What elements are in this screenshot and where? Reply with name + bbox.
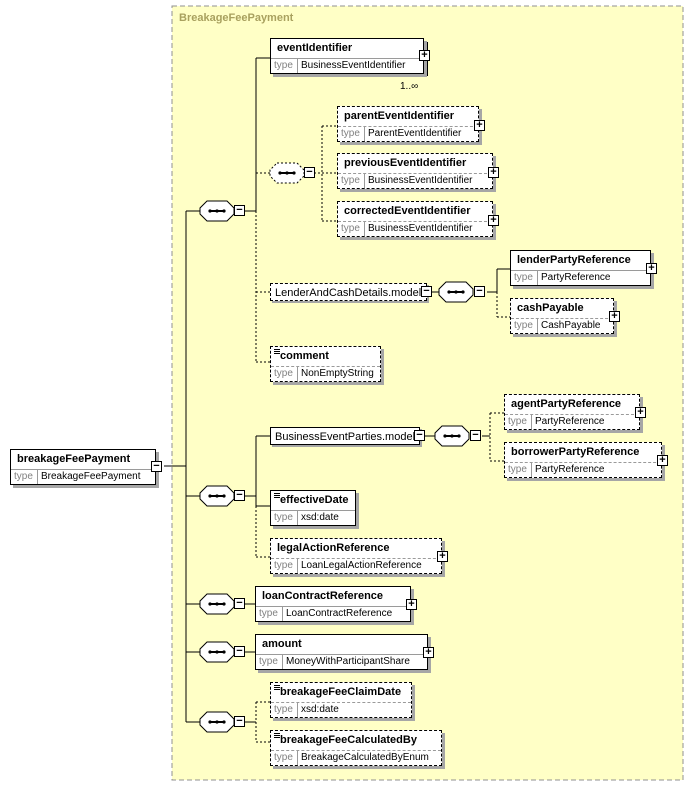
collapse-toggle-icon[interactable]: −	[234, 646, 245, 657]
expand-toggle-icon[interactable]: +	[419, 50, 430, 61]
element-loanContractReference[interactable]: loanContractReference type LoanContractR…	[255, 586, 411, 622]
group-LenderAndCashDetails[interactable]: LenderAndCashDetails.model	[270, 283, 427, 301]
element-effectiveDate[interactable]: effectiveDate type xsd:date	[270, 490, 356, 526]
collapse-toggle-icon[interactable]: −	[421, 286, 432, 297]
collapse-toggle-icon[interactable]: −	[151, 461, 162, 472]
collapse-toggle-icon[interactable]: −	[414, 430, 425, 441]
element-eventIdentifier[interactable]: eventIdentifier type BusinessEventIdenti…	[270, 38, 424, 74]
element-cashPayable[interactable]: cashPayable type CashPayable	[510, 298, 614, 334]
expand-toggle-icon[interactable]: +	[406, 599, 417, 610]
element-breakageFeeCalculatedBy[interactable]: breakageFeeCalculatedBy type BreakageCal…	[270, 730, 442, 766]
expand-toggle-icon[interactable]: +	[423, 647, 434, 658]
collapse-toggle-icon[interactable]: −	[474, 286, 485, 297]
expand-toggle-icon[interactable]: +	[609, 311, 620, 322]
element-parentEventIdentifier[interactable]: parentEventIdentifier type ParentEventId…	[337, 106, 479, 142]
element-lenderPartyReference[interactable]: lenderPartyReference type PartyReference	[510, 250, 651, 286]
documentation-icon	[274, 493, 280, 499]
element-borrowerPartyReference[interactable]: borrowerPartyReference type PartyReferen…	[504, 442, 662, 478]
multiplicity-label: 1..∞	[400, 81, 419, 92]
complex-type-title: BreakageFeePayment	[179, 12, 294, 24]
expand-toggle-icon[interactable]: +	[488, 215, 499, 226]
expand-toggle-icon[interactable]: +	[474, 120, 485, 131]
documentation-icon	[274, 685, 280, 691]
collapse-toggle-icon[interactable]: −	[304, 167, 315, 178]
collapse-toggle-icon[interactable]: −	[234, 716, 245, 727]
collapse-toggle-icon[interactable]: −	[470, 430, 481, 441]
collapse-toggle-icon[interactable]: −	[234, 490, 245, 501]
element-type: BreakageFeePayment	[41, 471, 141, 482]
element-name: breakageFeePayment	[17, 453, 131, 465]
element-breakageFeeClaimDate[interactable]: breakageFeeClaimDate type xsd:date	[270, 682, 412, 718]
collapse-toggle-icon[interactable]: −	[234, 205, 245, 216]
group-BusinessEventParties[interactable]: BusinessEventParties.model	[270, 427, 420, 445]
documentation-icon	[274, 733, 280, 739]
expand-toggle-icon[interactable]: +	[437, 551, 448, 562]
collapse-toggle-icon[interactable]: −	[234, 598, 245, 609]
element-amount[interactable]: amount type MoneyWithParticipantShare	[255, 634, 428, 670]
element-comment[interactable]: comment type NonEmptyString	[270, 346, 381, 382]
expand-toggle-icon[interactable]: +	[488, 167, 499, 178]
element-legalActionReference[interactable]: legalActionReference type LoanLegalActio…	[270, 538, 442, 574]
element-breakageFeePayment[interactable]: breakageFeePayment type BreakageFeePayme…	[10, 449, 156, 485]
expand-toggle-icon[interactable]: +	[657, 455, 668, 466]
expand-toggle-icon[interactable]: +	[635, 407, 646, 418]
expand-toggle-icon[interactable]: +	[646, 263, 657, 274]
element-previousEventIdentifier[interactable]: previousEventIdentifier type BusinessEve…	[337, 153, 493, 189]
element-correctedEventIdentifier[interactable]: correctedEventIdentifier type BusinessEv…	[337, 201, 493, 237]
element-agentPartyReference[interactable]: agentPartyReference type PartyReference	[504, 394, 640, 430]
documentation-icon	[274, 349, 280, 355]
